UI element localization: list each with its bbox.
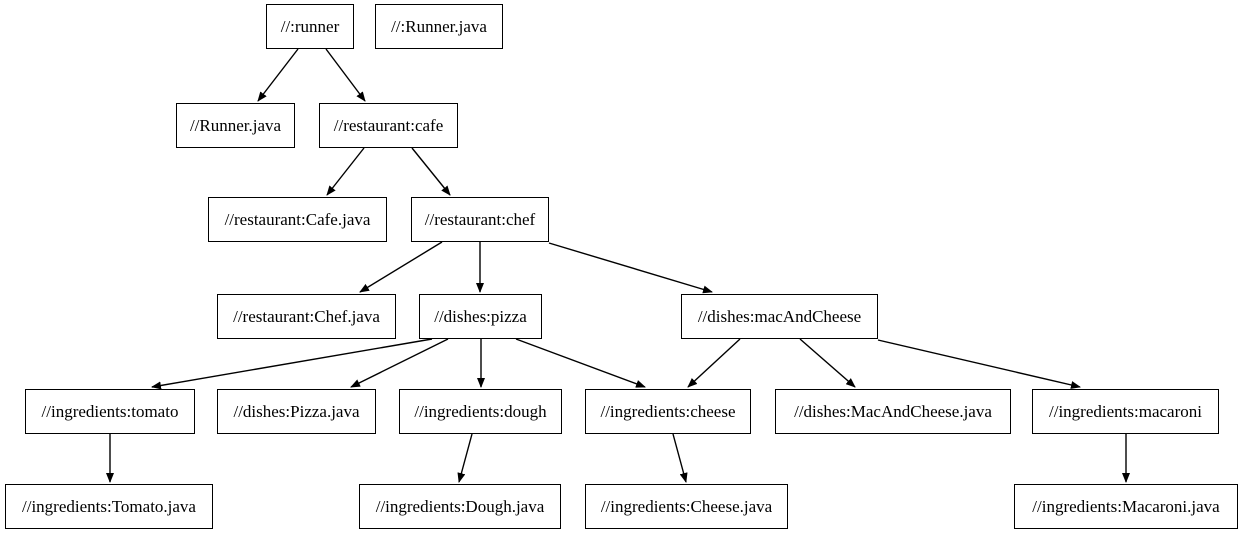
graph-node-restaurant_cafe_java[interactable]: //restaurant:Cafe.java: [208, 197, 387, 242]
graph-node-label: //restaurant:chef: [424, 210, 536, 229]
graph-node-label: //dishes:macAndCheese: [697, 307, 862, 326]
graph-node-label: //ingredients:dough: [414, 402, 547, 421]
graph-node-ingredients_tomato[interactable]: //ingredients:tomato: [25, 389, 195, 434]
graph-node-runner_java[interactable]: //Runner.java: [176, 103, 295, 148]
graph-node-label: //ingredients:Macaroni.java: [1032, 497, 1220, 516]
graph-node-label: //ingredients:macaroni: [1049, 402, 1202, 421]
graph-node-label: //ingredients:Cheese.java: [600, 497, 773, 516]
graph-node-label: //dishes:pizza: [434, 307, 527, 326]
graph-node-label: //ingredients:Dough.java: [375, 497, 545, 516]
graph-node-label: //dishes:Pizza.java: [233, 402, 360, 421]
graph-node-ingredients_tomato_java[interactable]: //ingredients:Tomato.java: [5, 484, 213, 529]
graph-node-label: //restaurant:Chef.java: [233, 307, 380, 326]
graph-node-runner[interactable]: //:runner: [266, 4, 354, 49]
graph-node-ingredients_macaroni_java[interactable]: //ingredients:Macaroni.java: [1014, 484, 1238, 529]
graph-node-label: //restaurant:cafe: [333, 116, 444, 135]
graph-node-ingredients_cheese_java[interactable]: //ingredients:Cheese.java: [585, 484, 788, 529]
graph-node-ingredients_dough[interactable]: //ingredients:dough: [399, 389, 562, 434]
graph-node-label: //ingredients:cheese: [600, 402, 736, 421]
graph-node-label: //ingredients:Tomato.java: [22, 497, 196, 516]
graph-node-ingredients_macaroni[interactable]: //ingredients:macaroni: [1032, 389, 1219, 434]
graph-node-label: //dishes:MacAndCheese.java: [794, 402, 992, 421]
graph-node-label: //restaurant:Cafe.java: [224, 210, 371, 229]
graph-node-label: //ingredients:tomato: [41, 402, 179, 421]
graph-node-label: //Runner.java: [189, 116, 282, 135]
graph-node-restaurant_cafe[interactable]: //restaurant:cafe: [319, 103, 458, 148]
graph-node-dishes_pizza_java[interactable]: //dishes:Pizza.java: [217, 389, 376, 434]
graph-node-dishes_macandcheese[interactable]: //dishes:macAndCheese: [681, 294, 878, 339]
graph-node-restaurant_chef[interactable]: //restaurant:chef: [411, 197, 549, 242]
graph-node-ingredients_dough_java[interactable]: //ingredients:Dough.java: [359, 484, 561, 529]
graph-node-root_runner_java[interactable]: //:Runner.java: [375, 4, 503, 49]
graph-node-ingredients_cheese[interactable]: //ingredients:cheese: [585, 389, 751, 434]
graph-node-dishes_macandcheese_java[interactable]: //dishes:MacAndCheese.java: [775, 389, 1011, 434]
graph-node-label: //:Runner.java: [391, 17, 487, 36]
graph-node-label: //:runner: [280, 17, 340, 36]
graph-node-dishes_pizza[interactable]: //dishes:pizza: [419, 294, 542, 339]
graph-node-restaurant_chef_java[interactable]: //restaurant:Chef.java: [217, 294, 396, 339]
